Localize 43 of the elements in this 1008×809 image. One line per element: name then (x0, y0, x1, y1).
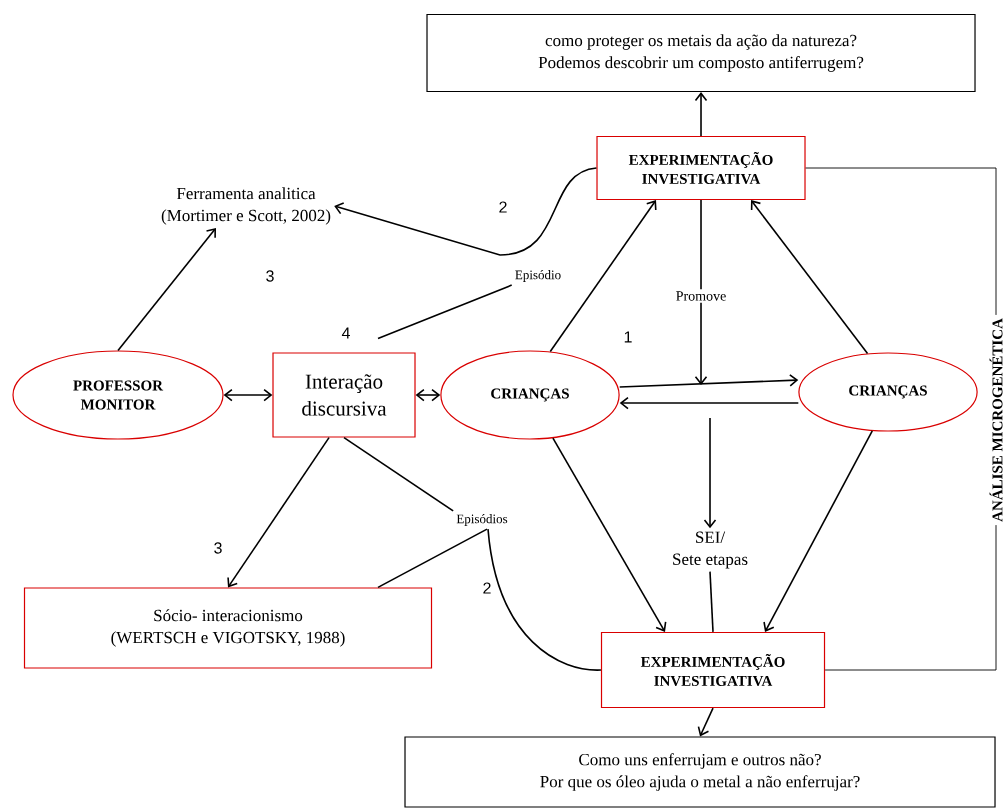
arrow (549, 200, 657, 353)
process-box: EXPERIMENTAÇÃO INVESTIGATIVA (596, 135, 806, 201)
edge-label: 4 (339, 325, 353, 341)
arrow (697, 707, 714, 737)
node-text: Episódios (456, 514, 508, 526)
arrow (763, 430, 874, 632)
connector-line (709, 570, 714, 633)
edge-label: 3 (263, 268, 277, 284)
arrow (227, 436, 330, 588)
arrow (117, 227, 216, 352)
connector-line (824, 524, 997, 671)
ellipse-node: CRIANÇAS (440, 350, 620, 440)
ellipse-node: CRIANÇAS (798, 352, 978, 432)
process-box: Sócio- interacionismo (WERTSCH e VIGOTSKY, 1988) (23, 587, 433, 669)
process-box: Interação discursiva (272, 352, 416, 438)
connector-line (487, 528, 602, 671)
arrow (334, 167, 598, 256)
edge-label: 2 (480, 580, 494, 596)
connector-line (377, 284, 513, 340)
node-text: Episódio (515, 270, 561, 282)
connector-line (377, 528, 488, 589)
ellipse-node: PROFESSOR MONITOR (12, 350, 224, 440)
connector-line (343, 436, 454, 512)
question-box: Como uns enferrujam e outros não? Por que os óleo ajuda o metal a não enferrujar? (404, 736, 996, 808)
edge-label: 2 (496, 199, 510, 215)
arrow (552, 437, 667, 632)
arrow (618, 374, 799, 388)
question-box: como proteger os metais da ação da natureza? Podemos descobrir um composto antiferrugem? (426, 13, 976, 93)
arrow (703, 417, 717, 529)
edge-label: Promove (673, 289, 729, 303)
connector-line (805, 167, 997, 316)
vertical-label: ANÁLISE MICROGENÉTICA (986, 315, 1006, 525)
process-box: EXPERIMENTAÇÃO INVESTIGATIVA (600, 631, 826, 709)
node-text: Ferramenta analitica (Mortimer e Scott, 2002) (161, 187, 331, 225)
edge-label: 1 (621, 329, 635, 345)
node-text: SEI/ Sete etapas (673, 531, 748, 569)
arrow (694, 92, 708, 137)
arrow (415, 388, 441, 402)
edge-label: 3 (211, 540, 225, 556)
arrow (694, 199, 708, 385)
arrow (750, 200, 869, 355)
arrow (223, 388, 273, 402)
arrow (619, 396, 800, 410)
